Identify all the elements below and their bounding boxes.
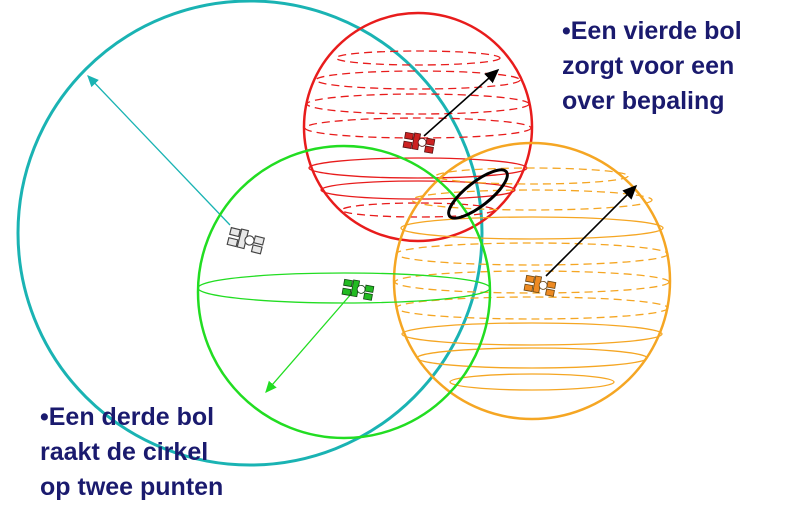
caption-third-sphere: •Een derde bol raakt de cirkel op twee p… <box>40 400 223 505</box>
intersection-circle <box>447 168 509 220</box>
caption-line: •Een vierde bol <box>562 17 742 45</box>
green-sphere <box>196 144 492 440</box>
satellite-icon-red <box>402 130 436 154</box>
orange-sphere <box>392 141 672 421</box>
caption-line: raakt de cirkel <box>40 438 209 466</box>
caption-line: zorgt voor een <box>562 52 735 80</box>
teal-radius-arrow <box>87 75 231 226</box>
caption-fourth-sphere: •Een vierde bol zorgt voor een over bepa… <box>562 14 742 119</box>
red-radius-arrow <box>423 68 500 137</box>
orange-radius-arrow <box>545 184 638 277</box>
caption-line: op twee punten <box>40 473 224 501</box>
caption-line: over bepaling <box>562 87 725 115</box>
satellite-icon-green <box>341 277 375 301</box>
green-radius-arrow <box>265 292 353 393</box>
teal-sphere <box>16 0 484 467</box>
red-sphere <box>302 11 534 243</box>
caption-line: •Een derde bol <box>40 403 215 431</box>
satellite-icon-white <box>226 225 266 255</box>
